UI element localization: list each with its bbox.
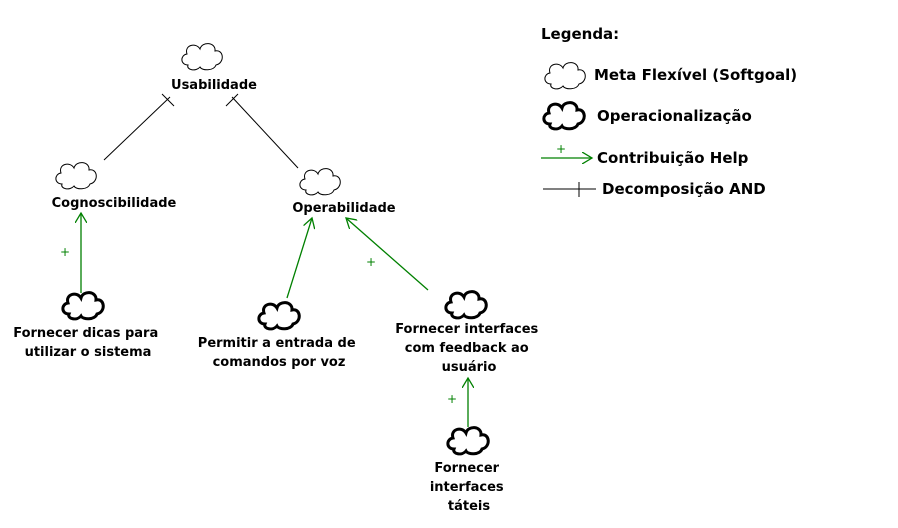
node-voz: Permitir a entrada de comandos por voz xyxy=(198,336,360,370)
operationalization-cloud-icon-feedback xyxy=(444,290,488,320)
plus-label-dicas: + xyxy=(60,245,70,259)
node-tateis: Fornecer interfaces táteis xyxy=(430,461,508,514)
node-dicas-line-2: utilizar o sistema xyxy=(25,345,152,360)
legend-title: Legenda: xyxy=(541,25,619,43)
legend-help-plus: + xyxy=(556,142,566,156)
softgoal-cloud-icon-operabilidade xyxy=(299,168,341,196)
operationalization-cloud-icon-voz xyxy=(257,301,301,331)
legend-softgoal-cloud-icon xyxy=(544,62,586,90)
node-tateis-line-3: táteis xyxy=(448,499,490,514)
node-dicas: Fornecer dicas para utilizar o sistema xyxy=(13,326,163,360)
and-line-cognoscibilidade xyxy=(103,96,171,161)
node-cognoscibilidade: Cognoscibilidade xyxy=(52,196,177,211)
operationalization-cloud-icon-tateis xyxy=(446,426,490,456)
node-usabilidade: Usabilidade xyxy=(171,78,257,93)
node-voz-line-2: comandos por voz xyxy=(213,355,346,370)
help-arrow-feedback xyxy=(346,218,429,291)
node-voz-line-1: Permitir a entrada de xyxy=(198,336,356,351)
node-feedback-line-2: com feedback ao xyxy=(405,341,529,356)
legend-operationalization-label: Operacionalização xyxy=(597,107,752,125)
plus-label-tateis: + xyxy=(447,392,457,406)
legend-help-label: Contribuição Help xyxy=(597,149,749,167)
and-tick-operabilidade xyxy=(225,93,239,107)
node-tateis-line-1: Fornecer xyxy=(434,461,499,476)
and-line-operabilidade xyxy=(231,96,299,169)
softgoal-cloud-icon-usabilidade xyxy=(181,43,223,71)
legend-softgoal-label: Meta Flexível (Softgoal) xyxy=(594,66,797,84)
node-operabilidade: Operabilidade xyxy=(292,201,395,216)
node-dicas-line-1: Fornecer dicas para xyxy=(13,326,158,341)
softgoal-cloud-icon-cognoscibilidade xyxy=(55,162,97,190)
plus-label-feedback: + xyxy=(366,255,376,269)
node-tateis-line-2: interfaces xyxy=(430,480,504,495)
node-feedback: Fornecer interfaces com feedback ao usuá… xyxy=(395,322,543,375)
legend-and-label: Decomposição AND xyxy=(602,180,766,198)
help-arrow-voz xyxy=(286,218,312,299)
node-feedback-line-1: Fornecer interfaces xyxy=(395,322,538,337)
node-feedback-line-3: usuário xyxy=(442,360,497,375)
legend: Legenda: Meta Flexível (Softgoal) Operac… xyxy=(541,25,797,198)
legend-operationalization-cloud-icon xyxy=(542,101,586,131)
and-tick-cognoscibilidade xyxy=(161,93,175,107)
operationalization-cloud-icon-dicas xyxy=(61,291,105,321)
